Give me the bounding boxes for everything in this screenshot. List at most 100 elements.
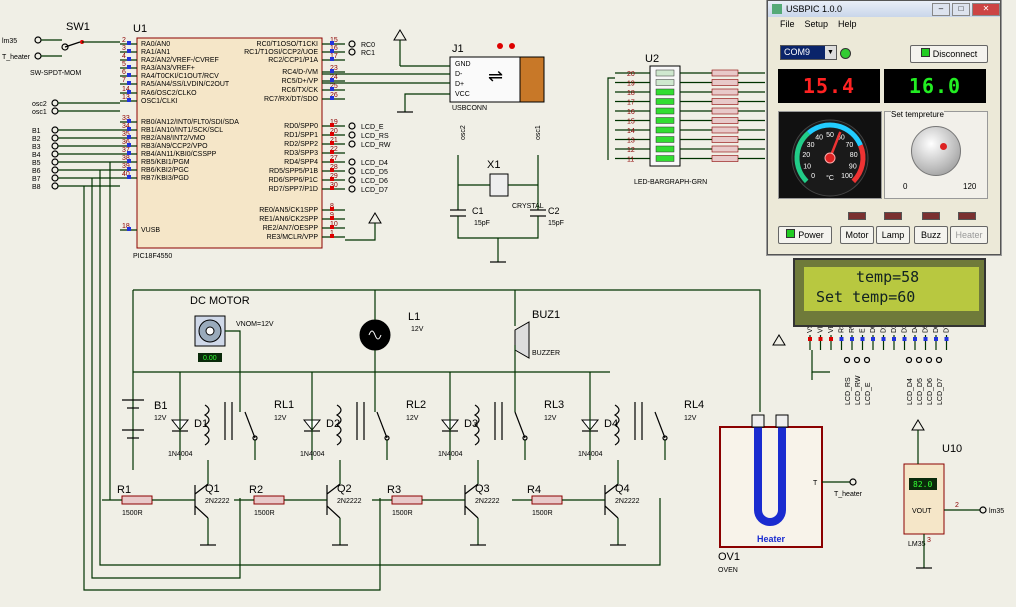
b1-val: 12V <box>154 415 167 422</box>
dc-motor[interactable]: DC MOTOR 0.00 VNOM=12V <box>190 295 274 412</box>
menu-help[interactable]: Help <box>838 18 857 29</box>
u1-pin-name: RB6/KBI2/PGC <box>141 167 189 174</box>
lm35-pin2: 2 <box>955 502 959 509</box>
net-terminal <box>843 356 851 364</box>
net-terminal <box>905 356 913 364</box>
bargraph-pin: 11 <box>627 157 634 164</box>
u1-pin-num: 25 <box>330 83 338 90</box>
knob-min: 0 <box>903 182 908 191</box>
pin-marker <box>330 132 334 136</box>
relay-val: 12V <box>406 415 419 422</box>
menu-file[interactable]: File <box>780 18 795 29</box>
heater-button[interactable]: Heater <box>950 226 988 244</box>
net-label-rc0: RC0 <box>361 42 375 49</box>
minimize-icon[interactable]: – <box>932 2 950 16</box>
pin-marker <box>127 127 131 131</box>
bargraph-pin: 12 <box>627 147 635 154</box>
j1-pin-gnd: GND <box>455 61 471 68</box>
port-value: COM9 <box>784 47 811 57</box>
pin-marker <box>330 150 334 154</box>
net-terminal <box>51 158 59 166</box>
net-terminal <box>51 126 59 134</box>
u1-pin-num: 29 <box>330 173 338 180</box>
pin-marker <box>127 41 131 45</box>
net-terminal <box>348 122 356 130</box>
buz1-buzzer[interactable]: BUZ1 BUZZER <box>514 290 560 412</box>
ov1-oven[interactable]: Heater T T_heater OV1 OVEN <box>718 414 863 574</box>
bargraph-resistor <box>711 117 739 124</box>
pin-marker <box>330 225 334 229</box>
window-titlebar[interactable]: USBPIC 1.0.0 – □ ✕ <box>768 1 1000 17</box>
pin-marker <box>330 69 334 73</box>
lcd-screen: temp=58 Set temp=60 <box>804 267 979 311</box>
motor-button[interactable]: Motor <box>840 226 874 244</box>
x1-crystal[interactable]: X1 CRYSTAL osc2 osc1 C1 C2 15pF 15pF <box>450 125 564 263</box>
menu-setup[interactable]: Setup <box>804 18 829 29</box>
u1-pin-name: VUSB <box>141 227 160 234</box>
b1-battery[interactable]: B1 12V <box>122 399 167 439</box>
power-button[interactable]: Power <box>778 226 832 244</box>
pin-marker <box>127 135 131 139</box>
relay-ref: RL4 <box>684 399 704 411</box>
lcd-net-lcd_d6: LCD_D6 <box>927 378 934 405</box>
heater-label: Heater <box>757 534 786 544</box>
sw1-switch[interactable]: SW1 SW-SPDT-MOM lm35 T_heater <box>2 21 120 77</box>
u1-pin-name: RD5/SPP5/P1B <box>269 168 318 175</box>
u1-pin-name: RE1/AN6/CK2SPP <box>259 216 318 223</box>
x1-net-osc2: osc2 <box>460 125 467 140</box>
lamp-button[interactable]: Lamp <box>876 226 910 244</box>
close-icon[interactable]: ✕ <box>972 2 1000 16</box>
net-label-b2: B2 <box>32 136 41 143</box>
lamp-label: Lamp <box>881 230 905 240</box>
right-net-labels: RC0RC1LCD_ELCD_RSLCD_RWLCD_D4LCD_D5LCD_D… <box>348 40 391 194</box>
u1-pin-num: 13 <box>122 94 130 101</box>
relay-val: 12V <box>684 415 697 422</box>
u1-pin-num: 9 <box>330 212 334 219</box>
lcd-net-lcd_d7: LCD_D7 <box>937 378 944 405</box>
u1-pin-name: RB3/AN9/CCP2/VPO <box>141 143 208 150</box>
bargraph-pin: 20 <box>627 71 635 78</box>
net-terminal <box>348 40 356 48</box>
relay-ref: RL3 <box>544 399 564 411</box>
pin-marker <box>127 65 131 69</box>
u2-part: LED-BARGRAPH-GRN <box>634 179 707 186</box>
temperature-knob[interactable] <box>911 126 961 176</box>
u1-pin-num: 34 <box>122 123 130 130</box>
j1-usb-connector[interactable]: J1 GND D- D+ VCC ⇌ USBCONN <box>322 43 545 113</box>
u1-pin-name: RA0/AN0 <box>141 41 170 48</box>
net-label-lcd_rw: LCD_RW <box>361 142 391 149</box>
u10-lm35[interactable]: U10 82.0 VOUT LM35 lm35 2 3 <box>903 430 1004 569</box>
l1-lamp[interactable]: L1 12V <box>359 290 424 412</box>
net-terminal <box>51 99 59 107</box>
buzz-button[interactable]: Buzz <box>914 226 948 244</box>
lcd-line1: temp=58 <box>856 268 920 286</box>
port-select[interactable]: COM9 ▼ <box>780 45 837 60</box>
motor-val: VNOM=12V <box>236 321 274 328</box>
u1-pin-num: 1 <box>330 230 334 237</box>
heater-label-btn: Heater <box>955 230 983 240</box>
relay-contact <box>654 411 666 439</box>
bargraph-resistor <box>711 126 739 134</box>
u1-pin-num: 10 <box>330 221 338 228</box>
usbpic-window[interactable]: USBPIC 1.0.0 – □ ✕ File Setup Help COM9 … <box>767 0 1001 255</box>
resistor-val: 1500R <box>392 510 413 517</box>
pin-marker <box>330 168 334 172</box>
u1-pic18f4550[interactable]: U1 2RA0/AN03RA1/AN14RA2/AN2/VREF-/CVREF5… <box>120 23 345 260</box>
u1-pin-name: RC2/CCP1/P1A <box>268 57 318 64</box>
disconnect-button[interactable]: Disconnect <box>910 45 988 63</box>
net-terminal <box>348 167 356 175</box>
u1-pin-name: RD1/SPP1 <box>284 132 318 139</box>
pin-marker <box>944 337 949 341</box>
u1-pin-name: OSC1/CLKI <box>141 98 178 105</box>
pin-marker <box>127 49 131 53</box>
maximize-icon[interactable]: □ <box>952 2 970 16</box>
net-terminal <box>51 174 59 182</box>
pin-marker <box>330 216 334 220</box>
pin-marker <box>902 337 907 341</box>
